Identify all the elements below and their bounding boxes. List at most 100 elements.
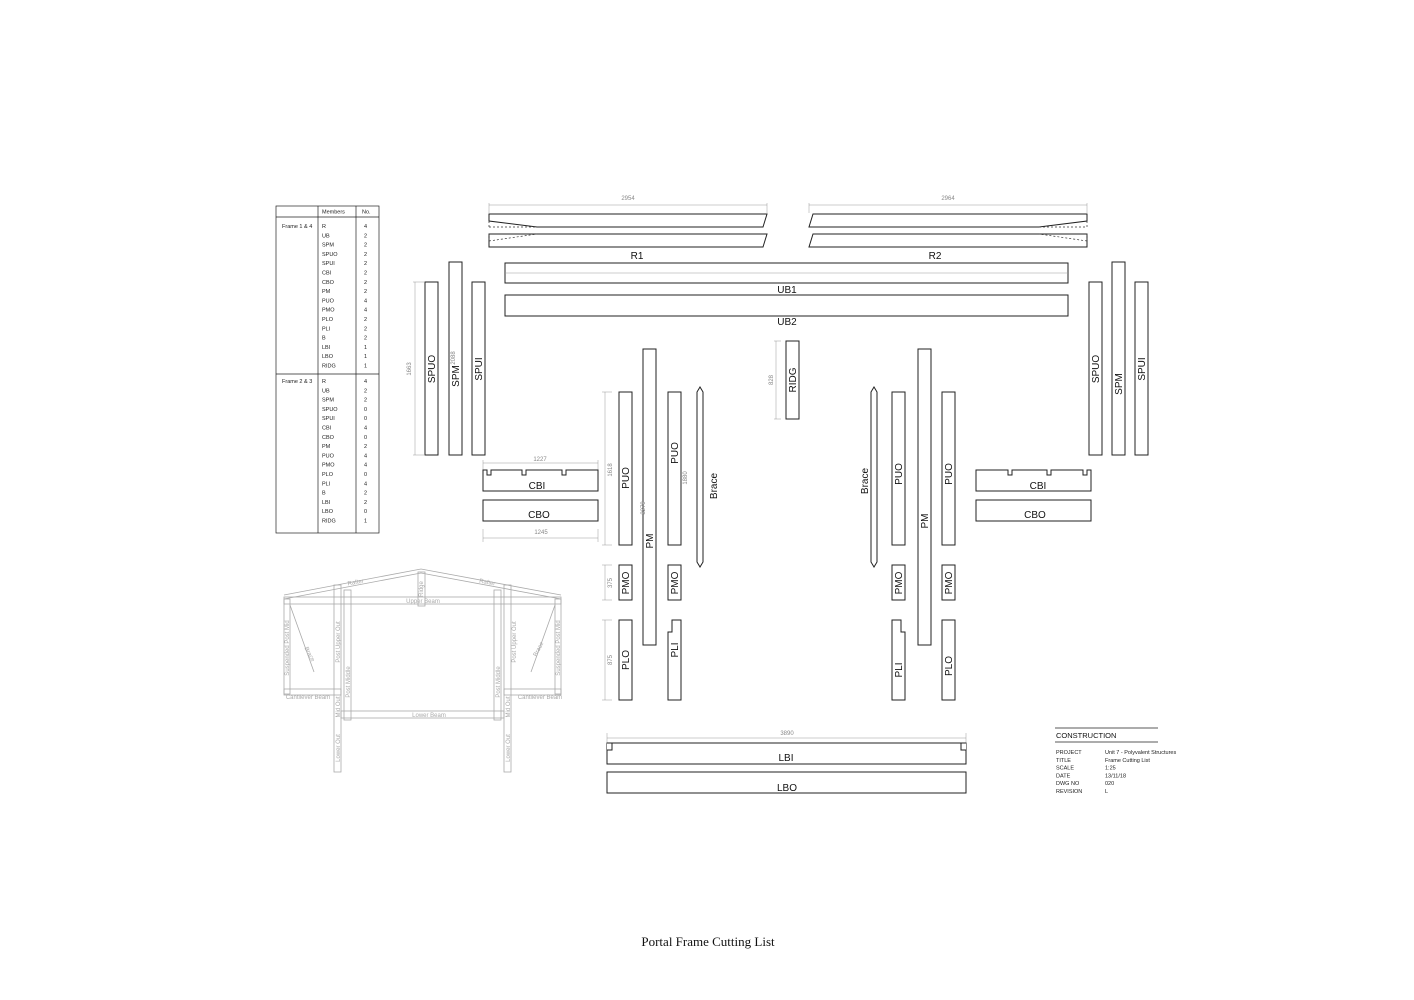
title-block-field-value: 13/11/18 [1105, 773, 1126, 779]
elev-brace-right-label: Brace [533, 641, 546, 658]
elev-upper-beam-label: Upper Beam [406, 599, 440, 605]
table-member-cell: PMO [322, 308, 335, 314]
table-count-cell: 4 [364, 463, 367, 469]
elev-post-upper-out-right-label: Post Upper Out [512, 621, 518, 663]
table-count-cell: 0 [364, 407, 367, 413]
elev-mid-out-right-label: Mid Out [506, 696, 512, 717]
puo-dimension: 1618 [608, 463, 614, 477]
table-count-cell: 2 [364, 243, 367, 249]
cbo-left-label: CBO [528, 510, 550, 521]
lb-dimension: 3890 [780, 731, 794, 737]
frame-elevation: Rafter Rafter Ridge Upper Beam Suspended… [283, 568, 562, 773]
puo2-dimension: 1880 [683, 471, 689, 485]
table-member-cell: LBI [322, 500, 331, 506]
table-member-cell: B [322, 491, 326, 497]
table-member-cell: PMO [322, 463, 335, 469]
table-count-cell: 4 [364, 224, 367, 230]
table-member-cell: PM [322, 444, 331, 450]
title-block-field-label: TITLE [1056, 758, 1071, 764]
brace-left-label: Brace [709, 473, 720, 500]
table-member-cell: RIDG [322, 364, 336, 370]
elev-suspended-post-mid-left-label: Suspended Post Mid [285, 620, 291, 675]
table-member-cell: CBO [322, 435, 335, 441]
table-member-cell: PUO [322, 453, 335, 459]
pm-dimension: 3279 [641, 501, 647, 515]
r1-dimension: 2954 [621, 196, 635, 202]
elev-rafter-right-label: Rafter [479, 579, 496, 588]
table-member-cell: PM [322, 289, 331, 295]
title-block-field-value: 1:25 [1105, 766, 1116, 772]
elev-post-middle-left-label: Post Middle [346, 666, 352, 698]
table-count-cell: 2 [364, 252, 367, 258]
table-count-cell: 2 [364, 233, 367, 239]
table-member-cell: UB [322, 233, 330, 239]
col-no-header: No. [362, 210, 371, 216]
table-member-cell: R [322, 379, 326, 385]
title-block-field-label: DWG NO [1056, 781, 1080, 787]
spuo-right-label: SPUO [1091, 355, 1102, 384]
table-member-cell: SPUO [322, 407, 338, 413]
table-count-cell: 4 [364, 481, 367, 487]
puo-left-a-label: PUO [621, 467, 632, 489]
title-block-field-value: Unit 7 - Polyvalent Structures [1105, 750, 1176, 756]
table-count-cell: 0 [364, 435, 367, 441]
table-count-cell: 1 [364, 519, 367, 525]
table-member-cell: PLI [322, 481, 331, 487]
group-frame-1-4: Frame 1 & 4 [282, 224, 312, 230]
plo-dimension: 875 [608, 654, 614, 665]
table-count-cell: 2 [364, 261, 367, 267]
table-member-cell: B [322, 336, 326, 342]
title-block-field-value: L [1105, 789, 1108, 795]
title-block-field-value: 020 [1105, 781, 1114, 787]
elev-ridge-label: Ridge [419, 581, 425, 597]
puo-right-a-label: PUO [894, 463, 905, 485]
table-count-cell: 0 [364, 472, 367, 478]
cbi-right-label: CBI [1030, 481, 1047, 492]
elev-lower-out-left-label: Lower Out [336, 734, 342, 762]
table-count-cell: 0 [364, 416, 367, 422]
ridge-member: 828 RIDG [769, 340, 800, 420]
table-count-cell: 2 [364, 388, 367, 394]
lbo-label: LBO [777, 783, 797, 794]
ridg-dimension: 828 [769, 374, 775, 385]
table-member-cell: CBI [322, 426, 332, 432]
col-members-header: Members [322, 210, 345, 216]
elev-lower-beam-label: Lower Beam [412, 713, 446, 719]
spm-right-label: SPM [1114, 373, 1125, 395]
rafter-r2: 2964 R2 [808, 196, 1088, 262]
cbo-dimension: 1245 [534, 530, 548, 536]
pm-left-label: PM [645, 534, 656, 549]
lbi-label: LBI [778, 753, 793, 764]
plo-left-label: PLO [621, 650, 632, 670]
elev-lower-out-right-label: Lower Out [506, 734, 512, 762]
upper-beams: 6090 UB1 UB2 [504, 262, 1069, 328]
puo-left-b-label: PUO [670, 442, 681, 464]
table-count-cell: 1 [364, 345, 367, 351]
cbi-left-label: CBI [529, 481, 546, 492]
spuo-dimension: 1663 [407, 362, 413, 376]
plo-right-label: PLO [944, 656, 955, 676]
spui-right-label: SPUI [1137, 357, 1148, 380]
table-count-cell: 4 [364, 426, 367, 432]
table-count-cell: 0 [364, 509, 367, 515]
table-count-cell: 2 [364, 317, 367, 323]
table-member-cell: PLI [322, 326, 331, 332]
table-member-cell: UB [322, 388, 330, 394]
table-count-cell: 4 [364, 298, 367, 304]
posts-right: Brace PUO PM PUO PMO PMO PLI PLO [860, 348, 956, 701]
spm-left-label: SPM [451, 365, 462, 387]
table-count-cell: 4 [364, 308, 367, 314]
ub1-label: UB1 [777, 285, 797, 296]
puo-right-b-label: PUO [944, 463, 955, 485]
elev-mid-out-left-label: Mid Out [336, 696, 342, 717]
spuo-left-label: SPUO [427, 355, 438, 384]
pli-left-label: PLI [670, 642, 681, 657]
table-count-cell: 2 [364, 271, 367, 277]
title-block-field-label: DATE [1056, 773, 1071, 779]
table-member-cell: CBO [322, 280, 335, 286]
cantilever-beams-right: CBI CBO [975, 469, 1092, 522]
elev-suspended-post-mid-right-label: Suspended Post Mid [556, 620, 562, 675]
